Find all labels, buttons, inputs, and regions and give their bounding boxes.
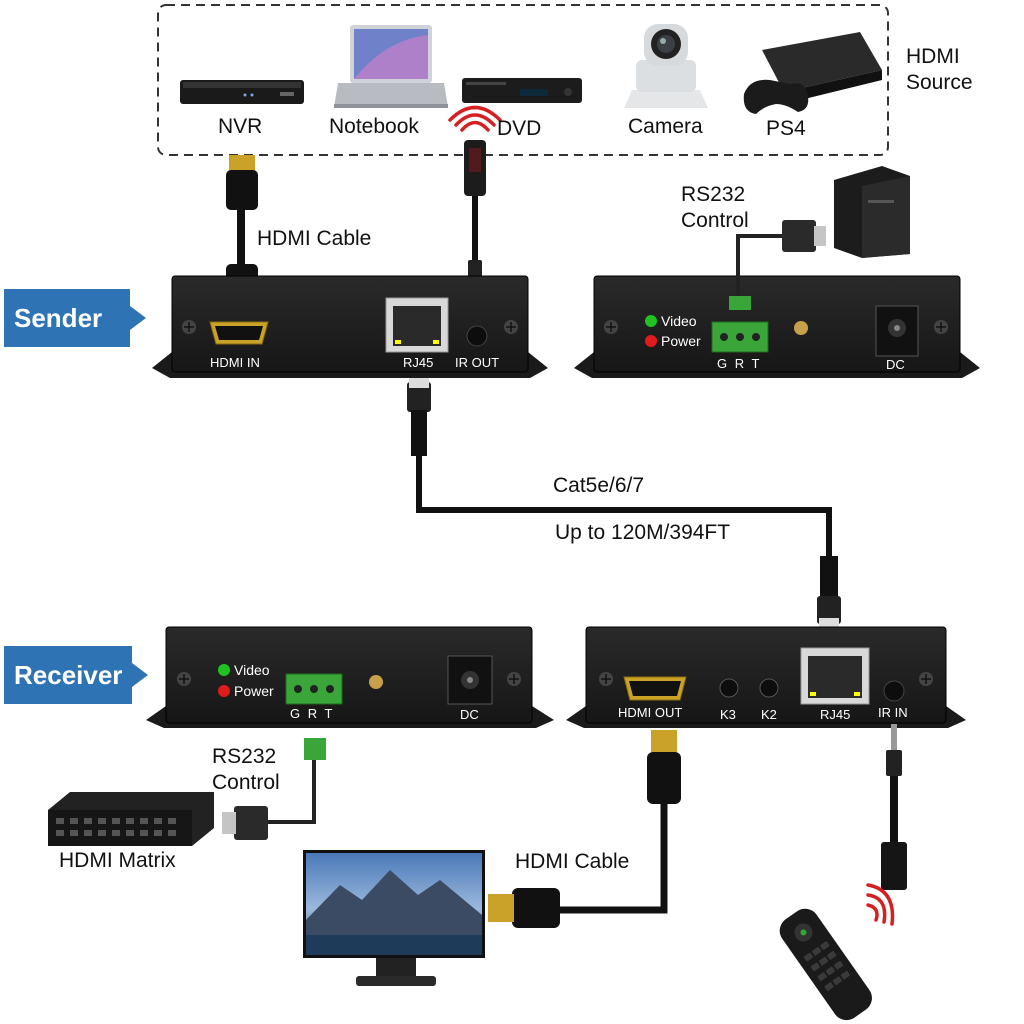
ir-receiver-cable — [881, 724, 907, 890]
laptop-icon — [334, 25, 448, 108]
dvd-player-icon — [462, 78, 582, 103]
dc-label-receiver: DC — [460, 707, 479, 722]
receiver-rear-box — [146, 626, 554, 728]
video-led — [645, 315, 657, 327]
sender-tag: Sender — [4, 289, 130, 347]
notebook-label: Notebook — [329, 115, 419, 138]
power-led — [645, 335, 657, 347]
rs232-cable-receiver — [222, 738, 326, 840]
rs232-cable-sender — [729, 220, 826, 310]
k2-button — [759, 678, 779, 698]
power-label-sender: Power — [661, 333, 701, 349]
hdmi-matrix-label: HDMI Matrix — [59, 849, 176, 872]
sender-front-box — [152, 275, 548, 378]
ptz-camera-icon — [624, 24, 708, 108]
rj45-label-receiver: RJ45 — [820, 707, 851, 722]
game-console-icon — [743, 32, 882, 114]
ground-screw-icon — [369, 675, 383, 689]
ir-signal-icon — [866, 883, 895, 926]
hdmi-cable-label-bottom: HDMI Cable — [515, 850, 630, 873]
hdmi-cable-receiver — [488, 730, 681, 928]
video-label-sender: Video — [661, 313, 697, 329]
ground-screw-icon — [794, 321, 808, 335]
video-label-receiver: Video — [234, 662, 270, 678]
hdmi-source-frame — [157, 4, 889, 156]
ethernet-cable — [407, 378, 841, 628]
receiver-front-box — [566, 626, 966, 728]
ir-signal-icon — [448, 105, 502, 132]
k3-button — [719, 678, 739, 698]
k3-label: K3 — [720, 707, 736, 722]
hdmi-source-title: HDMI Source — [906, 45, 973, 94]
nvr-label: NVR — [218, 115, 263, 138]
rj45-label-sender: RJ45 — [403, 355, 434, 370]
hdmi-out-label: HDMI OUT — [618, 705, 683, 720]
grt-label-receiver: G R T — [290, 706, 335, 721]
ir-emitter-cable — [464, 140, 486, 310]
power-label-receiver: Power — [234, 683, 274, 699]
ir-in-label: IR IN — [878, 705, 908, 720]
rs232-control-label-top: RS232 Control — [681, 183, 749, 232]
receiver-tag-arrow — [132, 663, 148, 687]
rs232-control-label-bottom: RS232 Control — [212, 745, 280, 794]
remote-control-icon — [779, 908, 872, 1021]
distance-label: Up to 120M/394FT — [555, 521, 731, 544]
receiver-tag: Receiver — [4, 646, 132, 704]
hdmi-in-label: HDMI IN — [210, 355, 260, 370]
power-led — [218, 685, 230, 697]
hdmi-matrix-icon — [48, 792, 214, 846]
ir-in-port — [883, 680, 905, 702]
k2-label: K2 — [761, 707, 777, 722]
dvd-label: DVD — [497, 117, 542, 140]
video-led — [218, 664, 230, 676]
sender-rear-box — [574, 275, 980, 378]
monitor-icon — [303, 850, 485, 986]
hdmi-cable-label-top: HDMI Cable — [257, 227, 372, 250]
cable-type-label: Cat5e/6/7 — [553, 474, 645, 497]
ps4-label: PS4 — [766, 117, 806, 140]
dc-label-sender: DC — [886, 357, 905, 372]
sender-tag-arrow — [130, 306, 146, 330]
nvr-icon — [180, 80, 304, 104]
grt-label-sender: G R T — [717, 356, 762, 371]
camera-label: Camera — [628, 115, 703, 138]
ir-out-port — [466, 325, 488, 347]
pc-tower-icon — [834, 166, 910, 258]
ir-out-label: IR OUT — [455, 355, 500, 370]
